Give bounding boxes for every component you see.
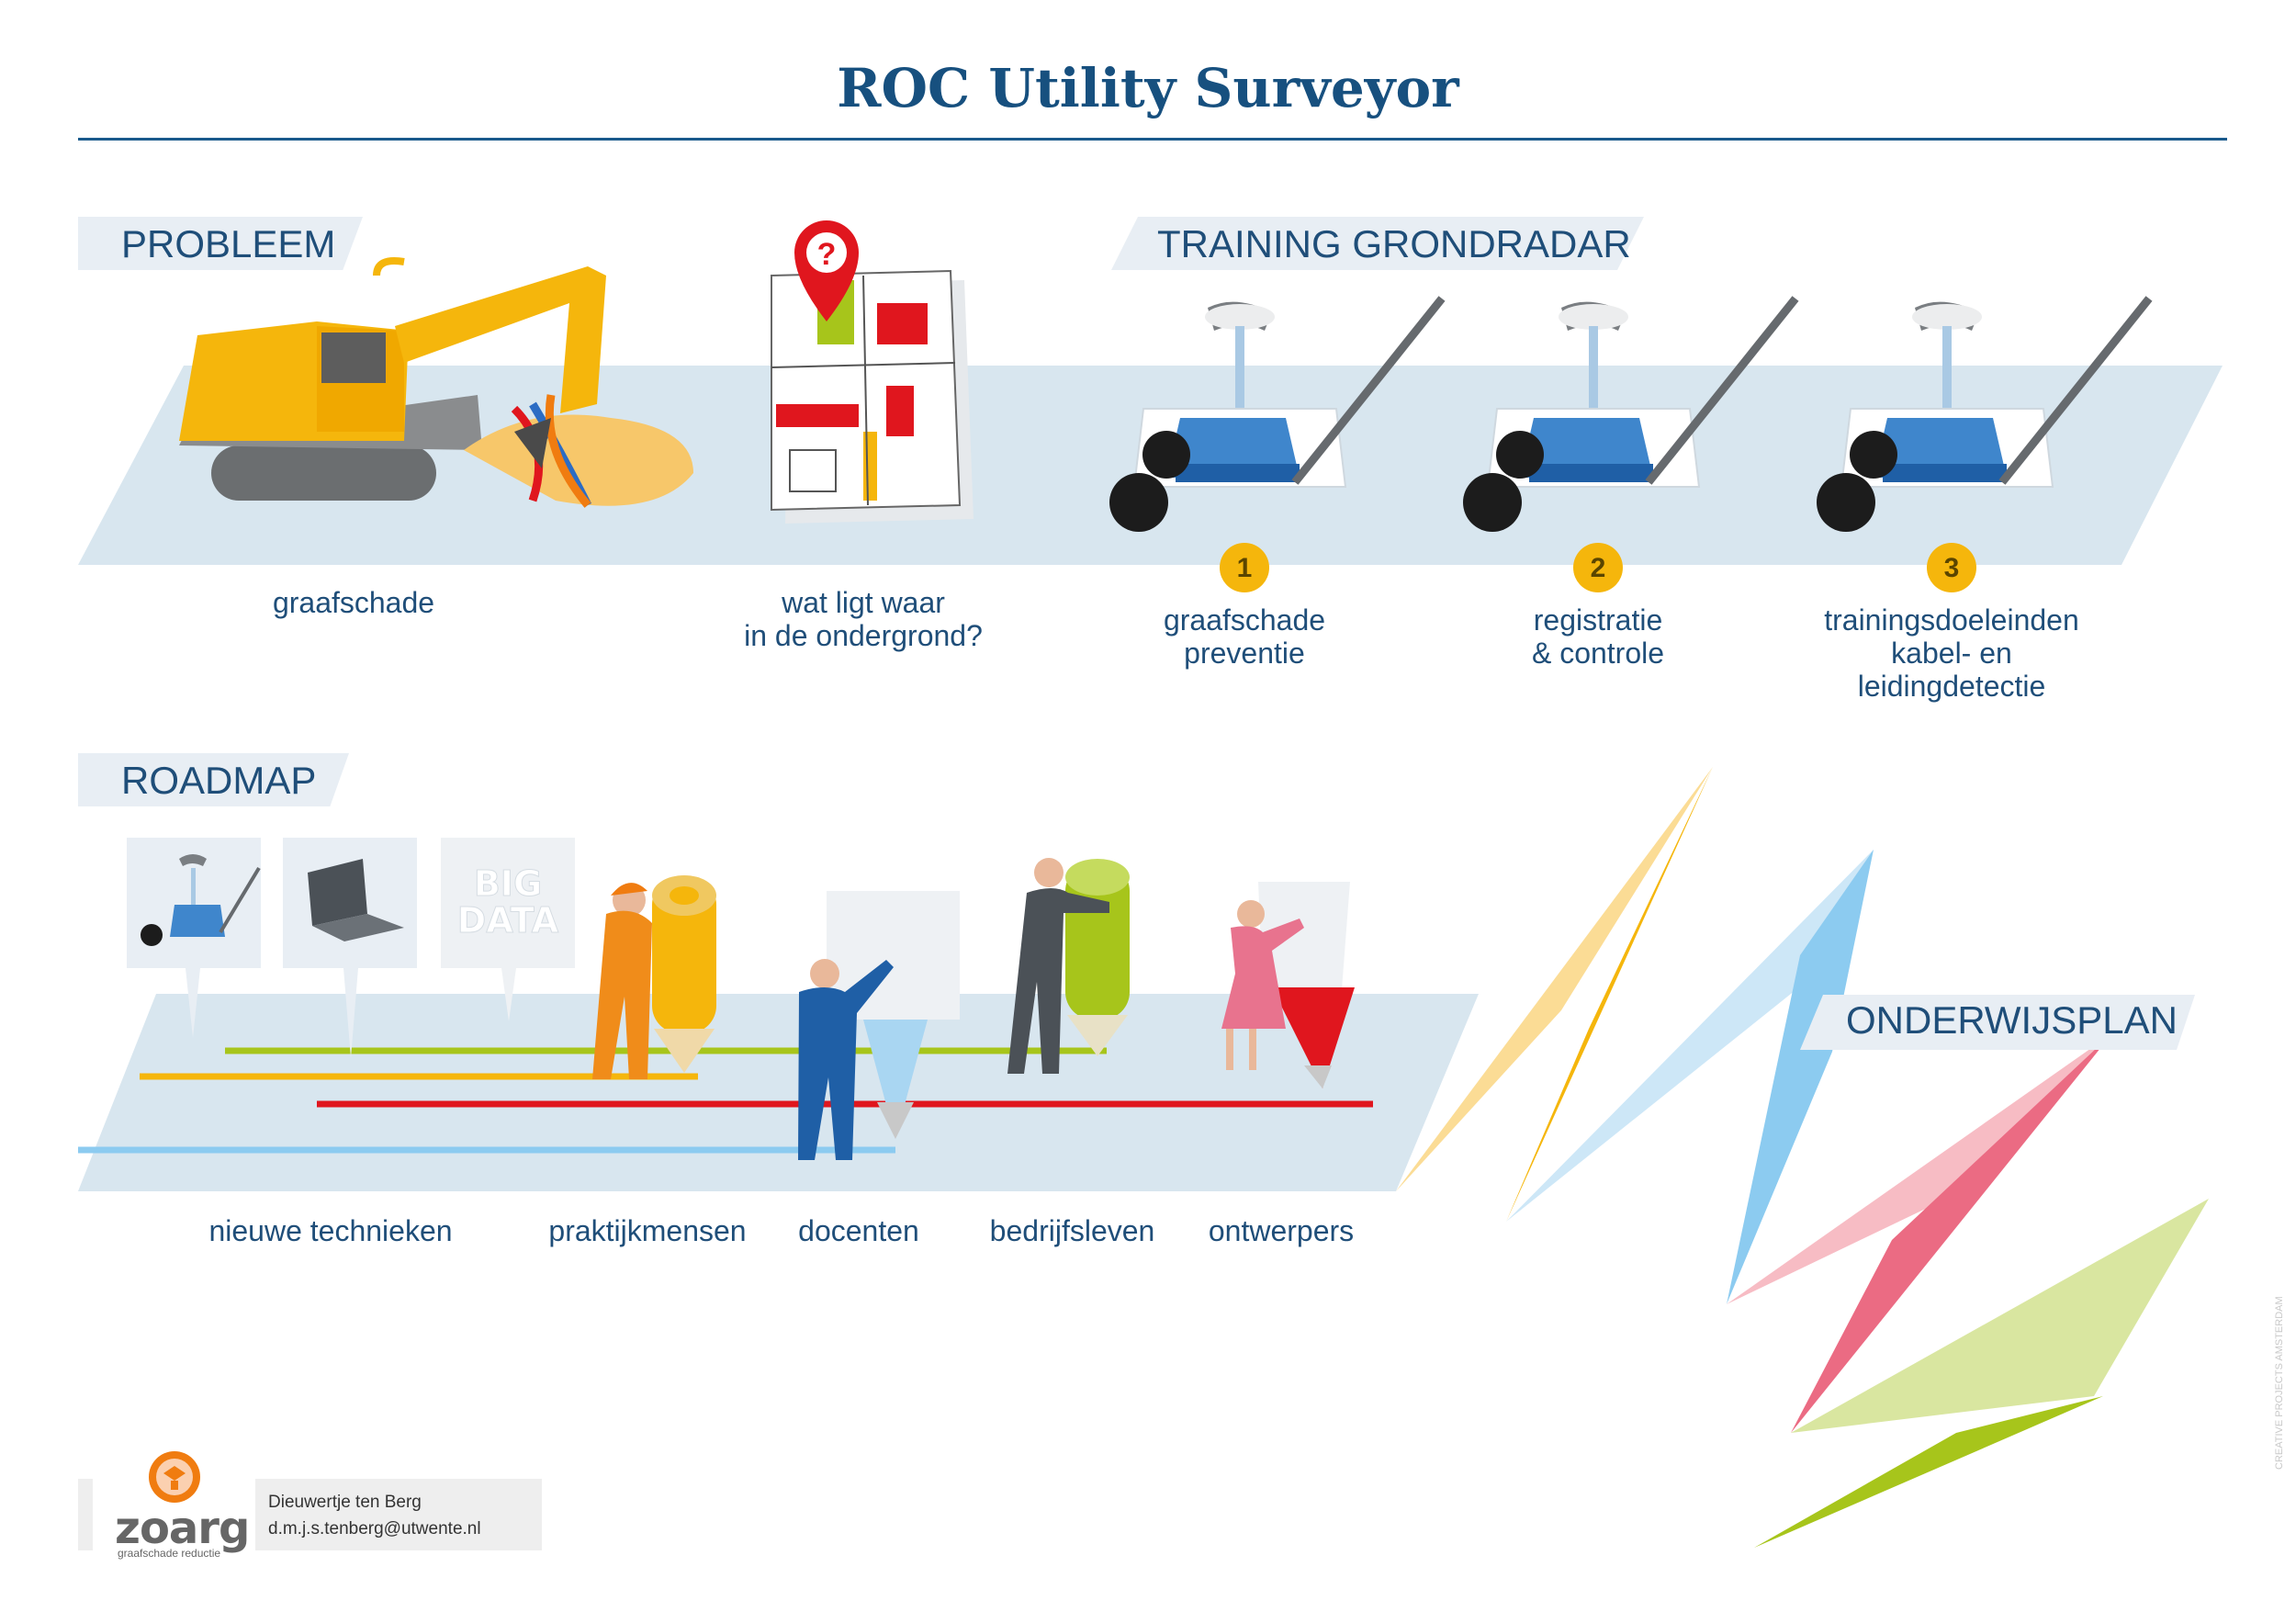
logo-wordmark: zoarg [115, 1503, 250, 1554]
contact-email[interactable]: d.m.j.s.tenberg@utwente.nl [268, 1519, 481, 1538]
radar-cart-2: 2 [1463, 296, 1799, 592]
bolt-lightblue-light [1506, 850, 1874, 1222]
caption-training-3: trainingsdoeleinden kabel- en leidingdet… [1786, 603, 2117, 703]
credit-text: CREATIVE PROJECTS AMSTERDAM [2274, 1296, 2285, 1470]
caption-docenten: docenten [798, 1214, 919, 1247]
tag-training-bg [1111, 217, 1644, 270]
caption-line: in de ondergrond? [744, 619, 983, 652]
bolt-green-light [1791, 1199, 2209, 1433]
bolt-yellow [1506, 767, 1713, 1222]
excavator-icon [179, 257, 693, 508]
bigdata-line2: DATA [457, 900, 559, 941]
training-badge-1: 1 [1237, 553, 1253, 583]
bolt-lightblue [1727, 850, 1874, 1304]
figure-bedrijfsleven [1007, 858, 1130, 1074]
roadmap-platform [78, 994, 1479, 1191]
bolt-yellow-light [1396, 767, 1713, 1191]
logo-icon [78, 1451, 200, 1550]
caption-bedrijfsleven: bedrijfsleven [989, 1214, 1155, 1247]
figure-praktijkmensen [592, 875, 716, 1079]
page-title: ROC Utility Surveyor [837, 57, 1459, 119]
caption-training-2: registratie & controle [1456, 603, 1740, 670]
logo-tagline: graafschade reductie [118, 1547, 221, 1560]
bolt-pink-light [1727, 1033, 2112, 1304]
caption-nieuwe-technieken: nieuwe technieken [208, 1214, 453, 1247]
tag-onderwijsplan-bg [1800, 995, 2195, 1050]
bolt-green [1754, 1396, 2103, 1548]
caption-praktijkmensen: praktijkmensen [548, 1214, 747, 1247]
caption-graafschade: graafschade [216, 586, 491, 619]
caption-ontwerpers: ontwerpers [1208, 1214, 1355, 1247]
contact-box [255, 1479, 542, 1550]
caption-training-1: graafschade preventie [1102, 603, 1387, 670]
caption-line: graafschade [1163, 603, 1326, 637]
section-probleem: PROBLEEM [121, 222, 336, 265]
map-icon: ? [771, 220, 974, 524]
caption-line: wat ligt waar [782, 586, 945, 619]
caption-line: kabel- en [1891, 637, 2012, 670]
contact-name: Dieuwertje ten Berg [268, 1493, 422, 1512]
caption-line: registratie [1533, 603, 1663, 637]
title-underline [78, 138, 2227, 141]
radar-cart-1: 1 [1109, 296, 1446, 592]
caption-line: trainingsdoeleinden [1824, 603, 2079, 637]
figure-docenten [798, 891, 960, 1160]
section-training: TRAINING GRONDRADAR [1157, 222, 1631, 265]
callout-laptop [283, 838, 417, 1058]
caption-wat-ligt-waar: wat ligt waar in de ondergrond? [716, 586, 1010, 652]
section-onderwijsplan: ONDERWIJSPLAN [1846, 998, 2178, 1042]
bolt-pink [1791, 1033, 2112, 1433]
tag-roadmap-bg [78, 753, 349, 806]
training-badge-3: 3 [1944, 553, 1960, 583]
radar-cart-3: 3 [1817, 296, 2153, 592]
caption-line: graafschade [272, 586, 435, 619]
caption-line: & controle [1531, 637, 1665, 670]
question-mark: ? [817, 237, 837, 272]
bigdata-line1: BIG [474, 863, 542, 904]
section-roadmap: ROADMAP [121, 759, 317, 802]
caption-line: preventie [1184, 637, 1305, 670]
callout-radar [127, 838, 261, 1038]
training-badge-2: 2 [1591, 553, 1606, 583]
tag-probleem-bg [78, 217, 363, 270]
callout-bigdata: BIG DATA [441, 838, 575, 1021]
caption-line: leidingdetectie [1857, 670, 2046, 703]
figure-ontwerpers [1221, 882, 1355, 1088]
